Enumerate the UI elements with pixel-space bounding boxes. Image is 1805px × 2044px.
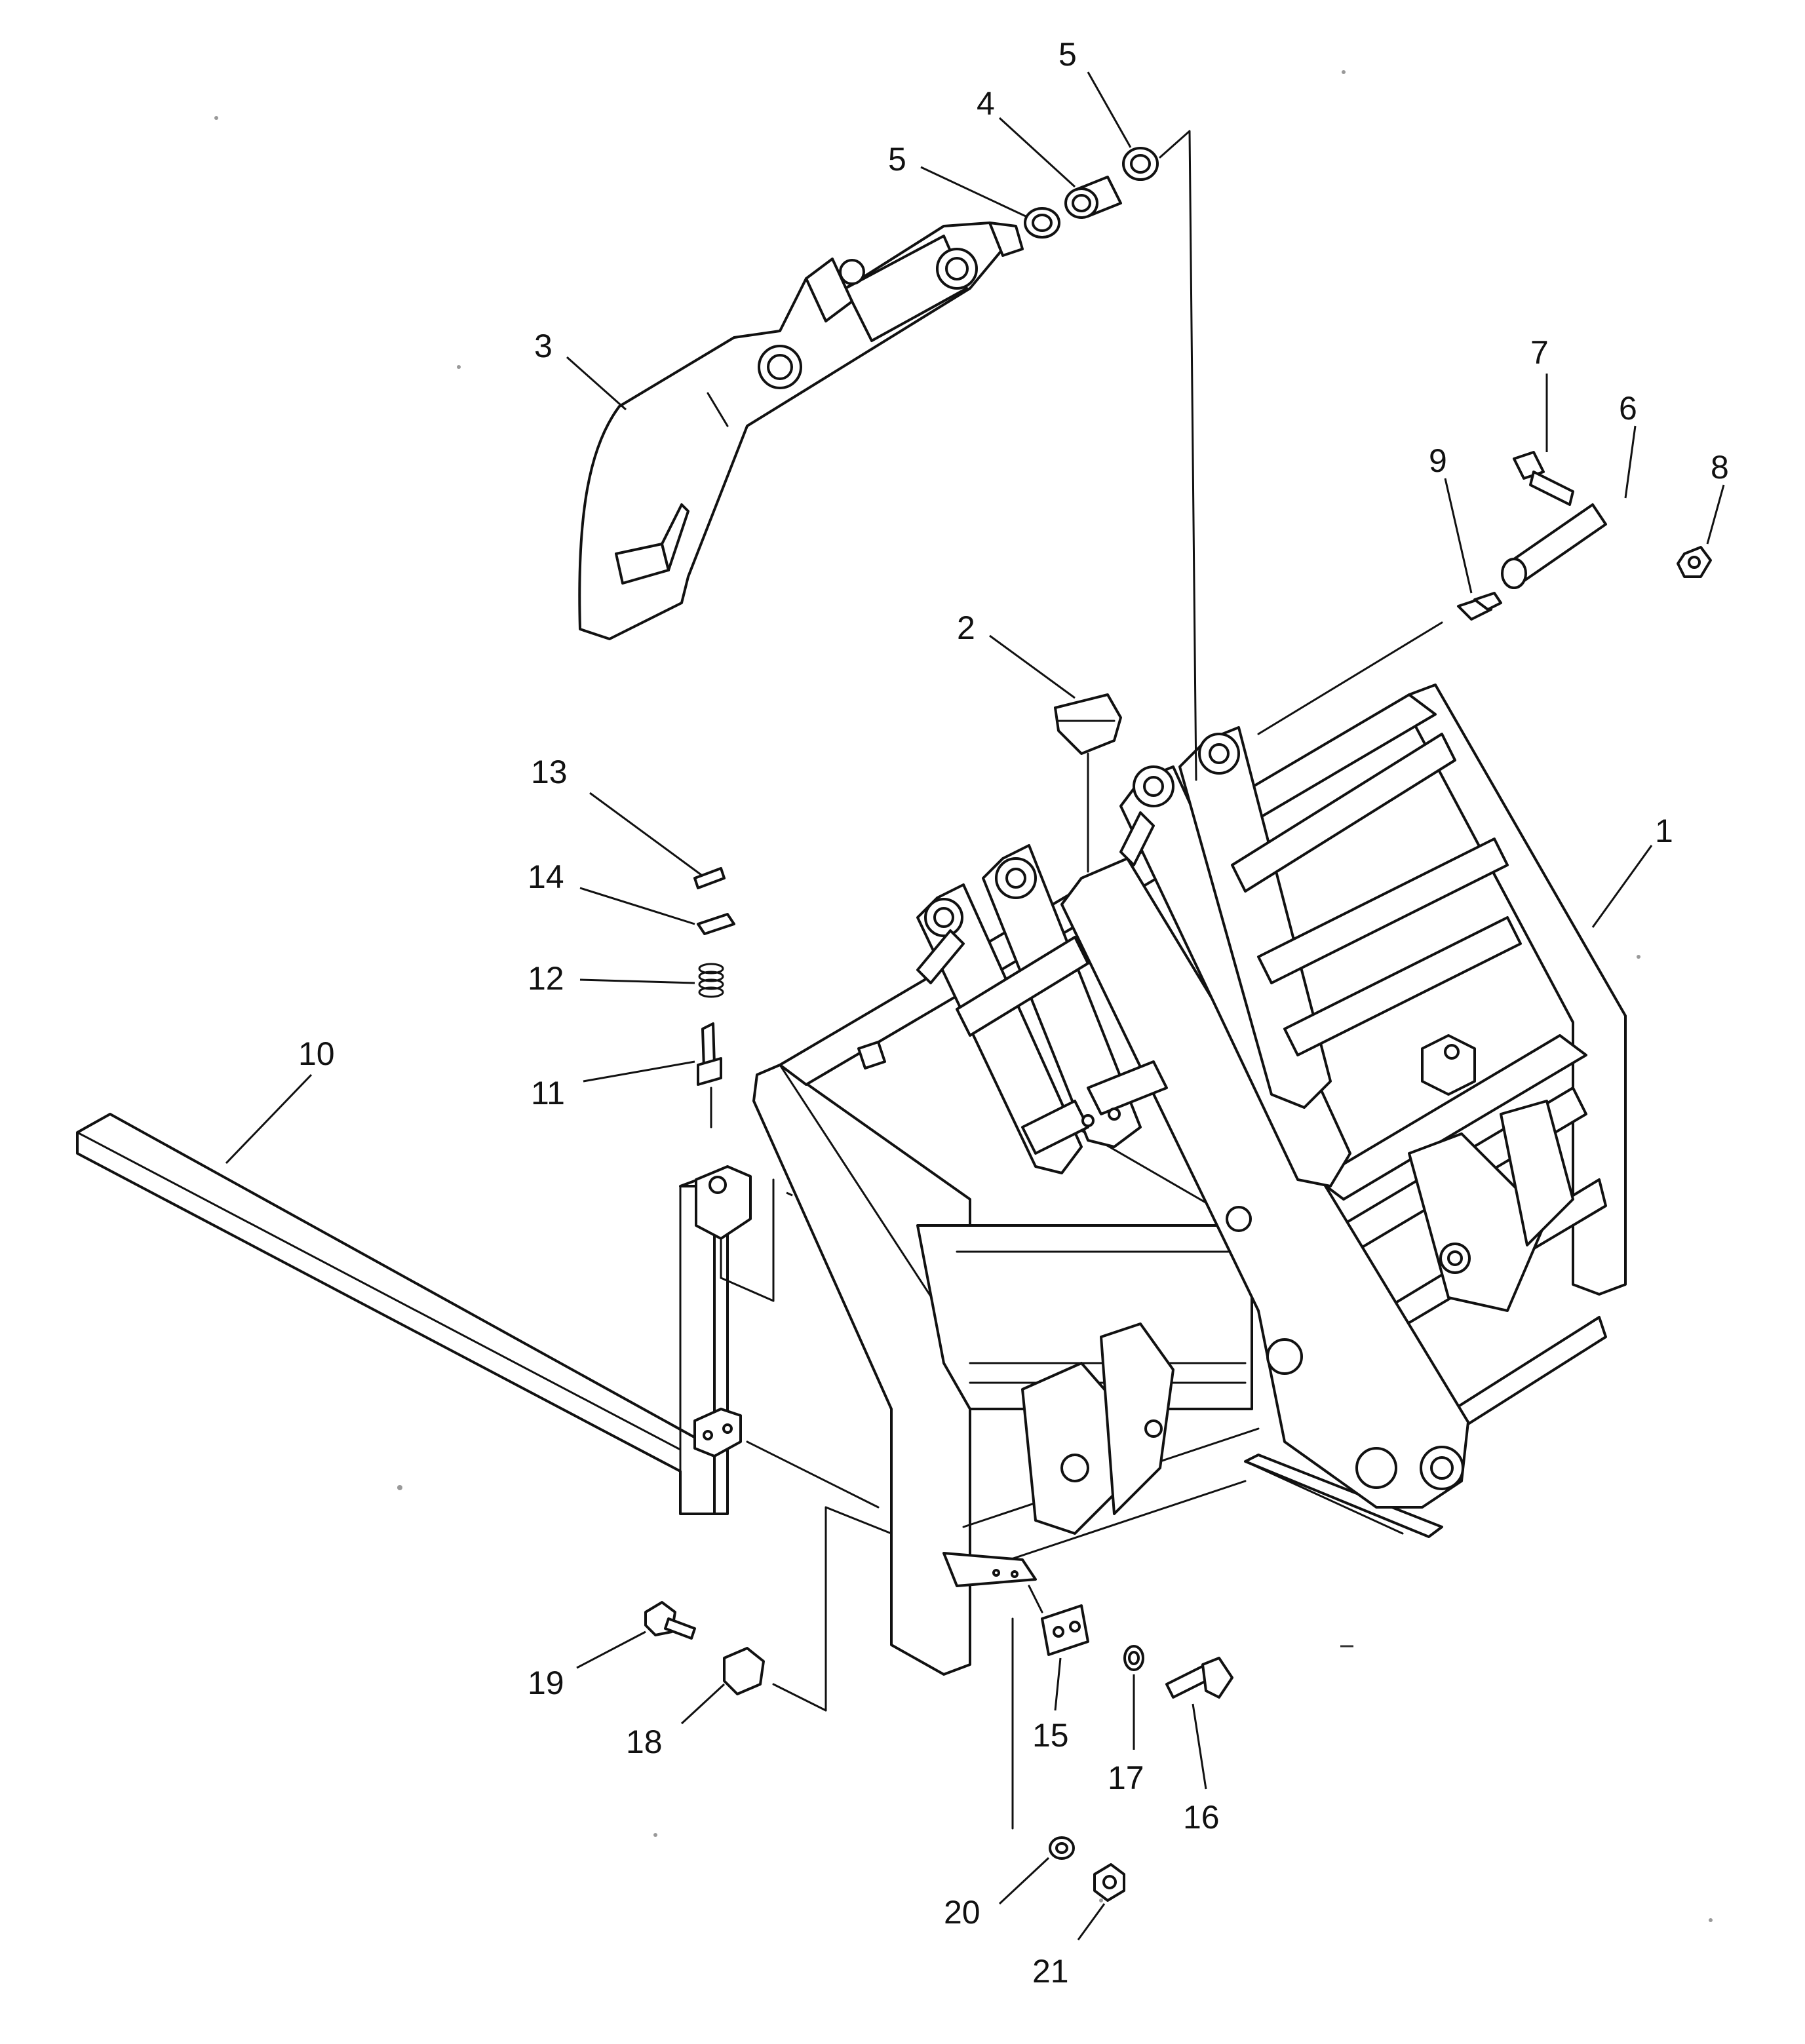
svg-text:5: 5	[888, 141, 906, 178]
callout-15: 15	[1032, 1657, 1069, 1754]
callout-20: 20	[944, 1857, 1050, 1931]
callout-9: 9	[1429, 442, 1473, 594]
callout-10: 10	[225, 1035, 335, 1165]
svg-text:4: 4	[977, 85, 995, 122]
callout-1: 1	[1591, 813, 1673, 928]
svg-text:5: 5	[1058, 36, 1077, 73]
nut-part-21	[1093, 1863, 1125, 1902]
plate-guide	[1028, 1585, 1043, 1613]
key-part-13	[693, 867, 726, 889]
washer-part-17	[1123, 1645, 1144, 1671]
svg-text:3: 3	[534, 328, 553, 364]
bolt-part-16	[1165, 1657, 1233, 1699]
bushing-part-4	[1064, 176, 1122, 219]
svg-text:19: 19	[528, 1665, 564, 1701]
bushing-part-5-right	[1122, 147, 1159, 181]
svg-text:10: 10	[298, 1035, 335, 1072]
svg-text:15: 15	[1032, 1717, 1069, 1754]
linkage-arms	[857, 726, 1522, 1509]
scan-specks	[214, 70, 1713, 1922]
grease-fitting-part-9	[1457, 592, 1502, 621]
callout-5-left: 5	[888, 141, 1026, 218]
plate-part-15	[1041, 1604, 1089, 1656]
svg-text:20: 20	[944, 1894, 980, 1931]
block-part-2	[1054, 693, 1122, 873]
callout-18: 18	[626, 1683, 726, 1760]
callout-7: 7	[1530, 334, 1549, 452]
pin-guide-line	[1257, 621, 1443, 735]
svg-text:2: 2	[957, 609, 975, 646]
callouts: 1 2 3 4 5 5 6	[225, 36, 1729, 1990]
spring-part-12	[698, 963, 724, 998]
callout-13: 13	[531, 754, 702, 876]
top-clamp-arm-part-3	[578, 222, 1024, 640]
svg-text:16: 16	[1183, 1799, 1220, 1836]
block-18-guide	[772, 1683, 827, 1712]
callout-5-right: 5	[1058, 36, 1132, 148]
key-part-14	[697, 913, 735, 935]
svg-text:8: 8	[1711, 449, 1729, 486]
lock-pin-part-11	[697, 1022, 722, 1128]
callout-4: 4	[977, 85, 1076, 188]
svg-text:13: 13	[531, 754, 568, 790]
callout-21: 21	[1032, 1903, 1106, 1990]
svg-text:9: 9	[1429, 442, 1447, 479]
svg-text:6: 6	[1619, 390, 1637, 427]
callout-6: 6	[1619, 390, 1637, 499]
callout-12: 12	[528, 960, 695, 997]
bushing-part-5-left	[1024, 207, 1060, 239]
fork-part-10	[76, 1113, 752, 1515]
svg-text:12: 12	[528, 960, 564, 997]
callout-16: 16	[1183, 1703, 1220, 1836]
callout-19: 19	[528, 1630, 646, 1701]
washer-part-20	[1049, 1836, 1075, 1860]
svg-text:1: 1	[1655, 813, 1673, 849]
svg-text:17: 17	[1108, 1760, 1144, 1796]
svg-text:7: 7	[1530, 334, 1549, 371]
bolt-part-19	[644, 1601, 696, 1640]
callout-3: 3	[534, 328, 627, 411]
callout-2: 2	[957, 609, 1076, 699]
callout-17: 17	[1108, 1674, 1144, 1796]
callout-11: 11	[531, 1060, 695, 1111]
svg-text:11: 11	[531, 1075, 565, 1111]
bushing-guide-line	[1159, 130, 1197, 781]
nut-part-8	[1677, 546, 1712, 578]
svg-text:18: 18	[626, 1724, 663, 1760]
svg-text:14: 14	[528, 858, 564, 895]
svg-text:21: 21	[1032, 1953, 1069, 1990]
pin-part-6	[1501, 503, 1607, 589]
callout-8: 8	[1706, 449, 1729, 545]
block-part-18	[723, 1647, 765, 1695]
callout-14: 14	[528, 858, 695, 925]
bolt-part-7	[1513, 451, 1574, 506]
